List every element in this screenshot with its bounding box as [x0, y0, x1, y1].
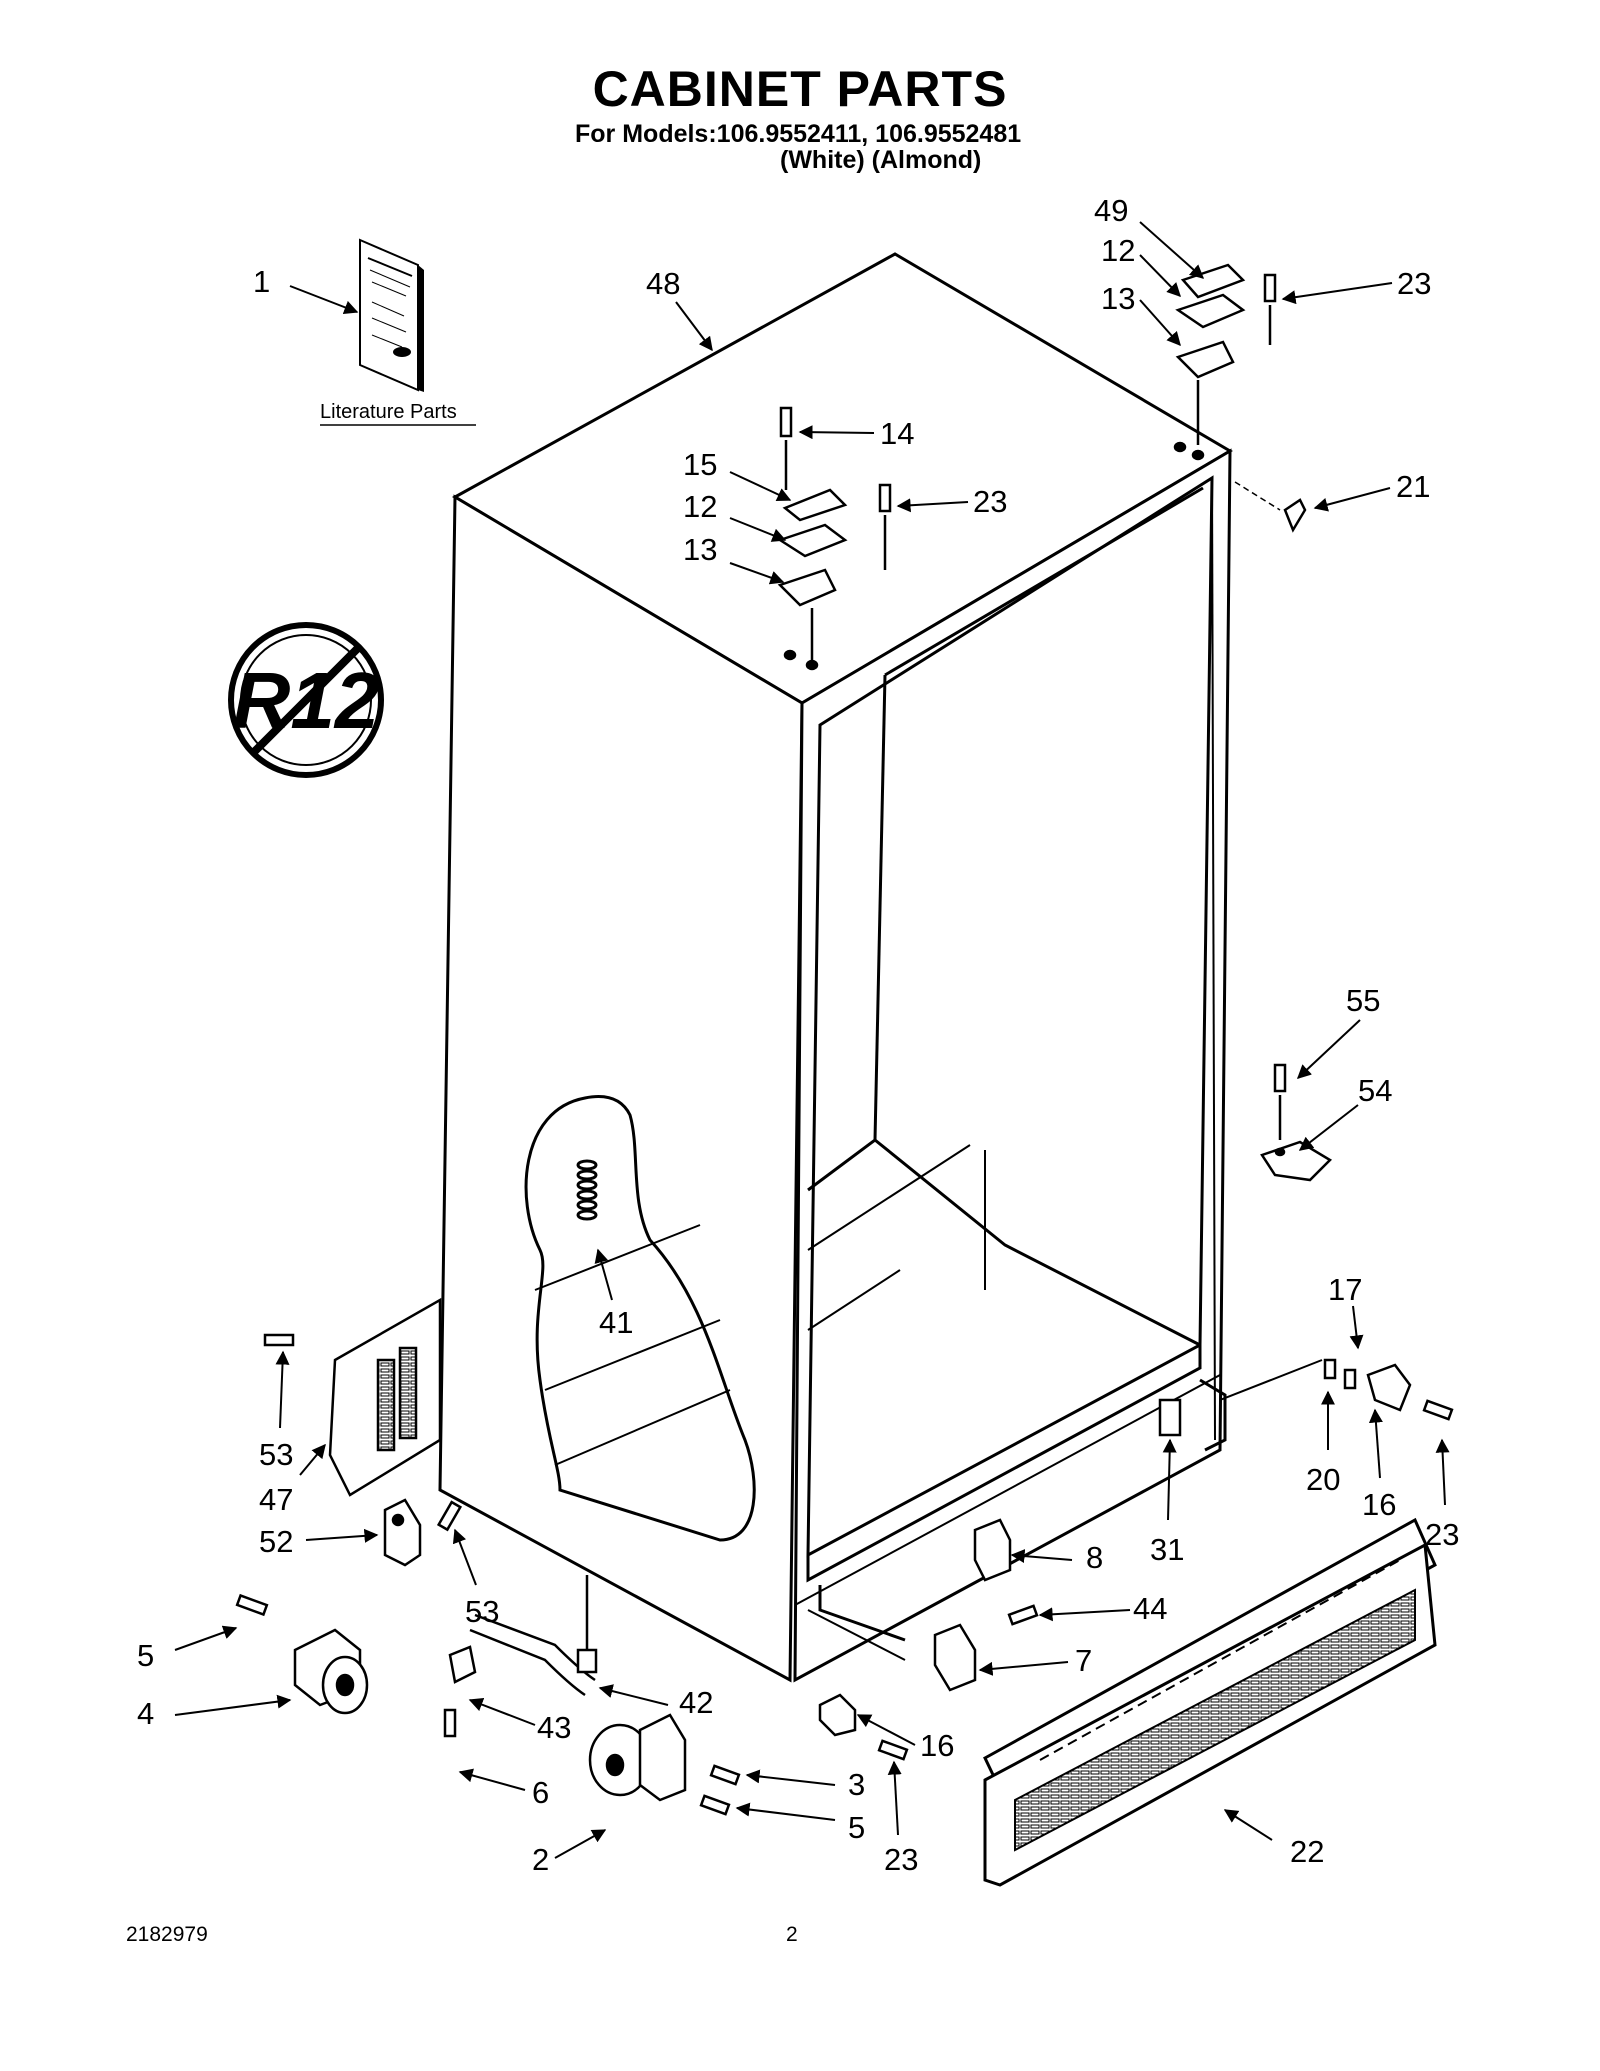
- document-number: 2182979: [126, 1923, 208, 1946]
- callout-20: 20: [1306, 1462, 1340, 1497]
- part-2-leveler: [588, 1713, 741, 1816]
- callout-12-right: 12: [1101, 233, 1135, 268]
- callout-5-left: 5: [137, 1638, 154, 1673]
- part-8-block: [973, 1518, 1012, 1582]
- callout-53-bottom: 53: [465, 1594, 499, 1629]
- callout-22: 22: [1290, 1834, 1324, 1869]
- cabinet-cutaway: [524, 1095, 756, 1542]
- no-r12-logo: R12: [228, 622, 384, 778]
- callout-52: 52: [259, 1524, 293, 1559]
- callout-43: 43: [537, 1710, 571, 1745]
- callout-47: 47: [259, 1482, 293, 1517]
- callout-54: 54: [1358, 1073, 1392, 1108]
- cabinet-body: [438, 252, 1233, 1683]
- colors-subtitle: (White) (Almond): [780, 146, 982, 174]
- literature-booklet: [359, 238, 424, 392]
- models-subtitle: For Models:106.9552411, 106.9552481: [575, 120, 1022, 148]
- callout-41: 41: [599, 1305, 633, 1340]
- callout-15: 15: [683, 447, 717, 482]
- part-16-bracket-upper: [1219, 1358, 1454, 1421]
- callout-21: 21: [1396, 469, 1430, 504]
- callout-23-mid: 23: [973, 484, 1007, 519]
- callout-5-bottom: 5: [848, 1810, 865, 1845]
- callout-16-right: 16: [1362, 1487, 1396, 1522]
- page-title: CABINET PARTS: [592, 61, 1008, 117]
- callout-1: 1: [253, 264, 270, 299]
- callout-6: 6: [532, 1775, 549, 1810]
- page-number: 2: [786, 1923, 798, 1946]
- callout-23-bottom: 23: [884, 1842, 918, 1877]
- callout-8: 8: [1086, 1540, 1103, 1575]
- part-4-caster: [235, 1593, 369, 1715]
- part-54-bracket: [1260, 1063, 1333, 1182]
- callout-3: 3: [848, 1767, 865, 1802]
- callout-23-right: 23: [1425, 1517, 1459, 1552]
- callout-48: 48: [646, 266, 680, 301]
- callout-44: 44: [1133, 1591, 1167, 1626]
- part-31-switch: [1158, 1398, 1182, 1437]
- upper-hinge-right: [1173, 263, 1277, 461]
- leader-arrows: [174, 221, 1450, 1859]
- callout-13-left: 13: [683, 532, 717, 567]
- callout-16-bottom: 16: [920, 1728, 954, 1763]
- callout-4: 4: [137, 1696, 154, 1731]
- part-7-bracket: [807, 1604, 1039, 1692]
- callout-2: 2: [532, 1842, 549, 1877]
- literature-parts-label: Literature Parts: [320, 401, 457, 423]
- callout-14: 14: [880, 416, 914, 451]
- part-16-bracket-lower: [818, 1693, 909, 1761]
- callout-numbers: 1 48 49 12 13 23 14 15 12 23 13 21 55 54…: [137, 193, 1459, 1877]
- callout-31: 31: [1150, 1532, 1184, 1567]
- callout-53-left: 53: [259, 1437, 293, 1472]
- callout-23-top-right: 23: [1397, 266, 1431, 301]
- callout-12-left: 12: [683, 489, 717, 524]
- callout-7: 7: [1075, 1643, 1092, 1678]
- part-42-drain-tube: [443, 1575, 598, 1738]
- callout-49: 49: [1094, 193, 1128, 228]
- callout-17: 17: [1328, 1272, 1362, 1307]
- part-47-rear-panel: [263, 1297, 442, 1497]
- callout-55: 55: [1346, 983, 1380, 1018]
- upper-hinge-left: [777, 406, 892, 671]
- callout-13-right: 13: [1101, 281, 1135, 316]
- callout-42: 42: [679, 1685, 713, 1720]
- part-52-bracket: [383, 1498, 463, 1567]
- part-22-grille: [983, 1517, 1437, 1887]
- part-21-clip: [1234, 481, 1307, 533]
